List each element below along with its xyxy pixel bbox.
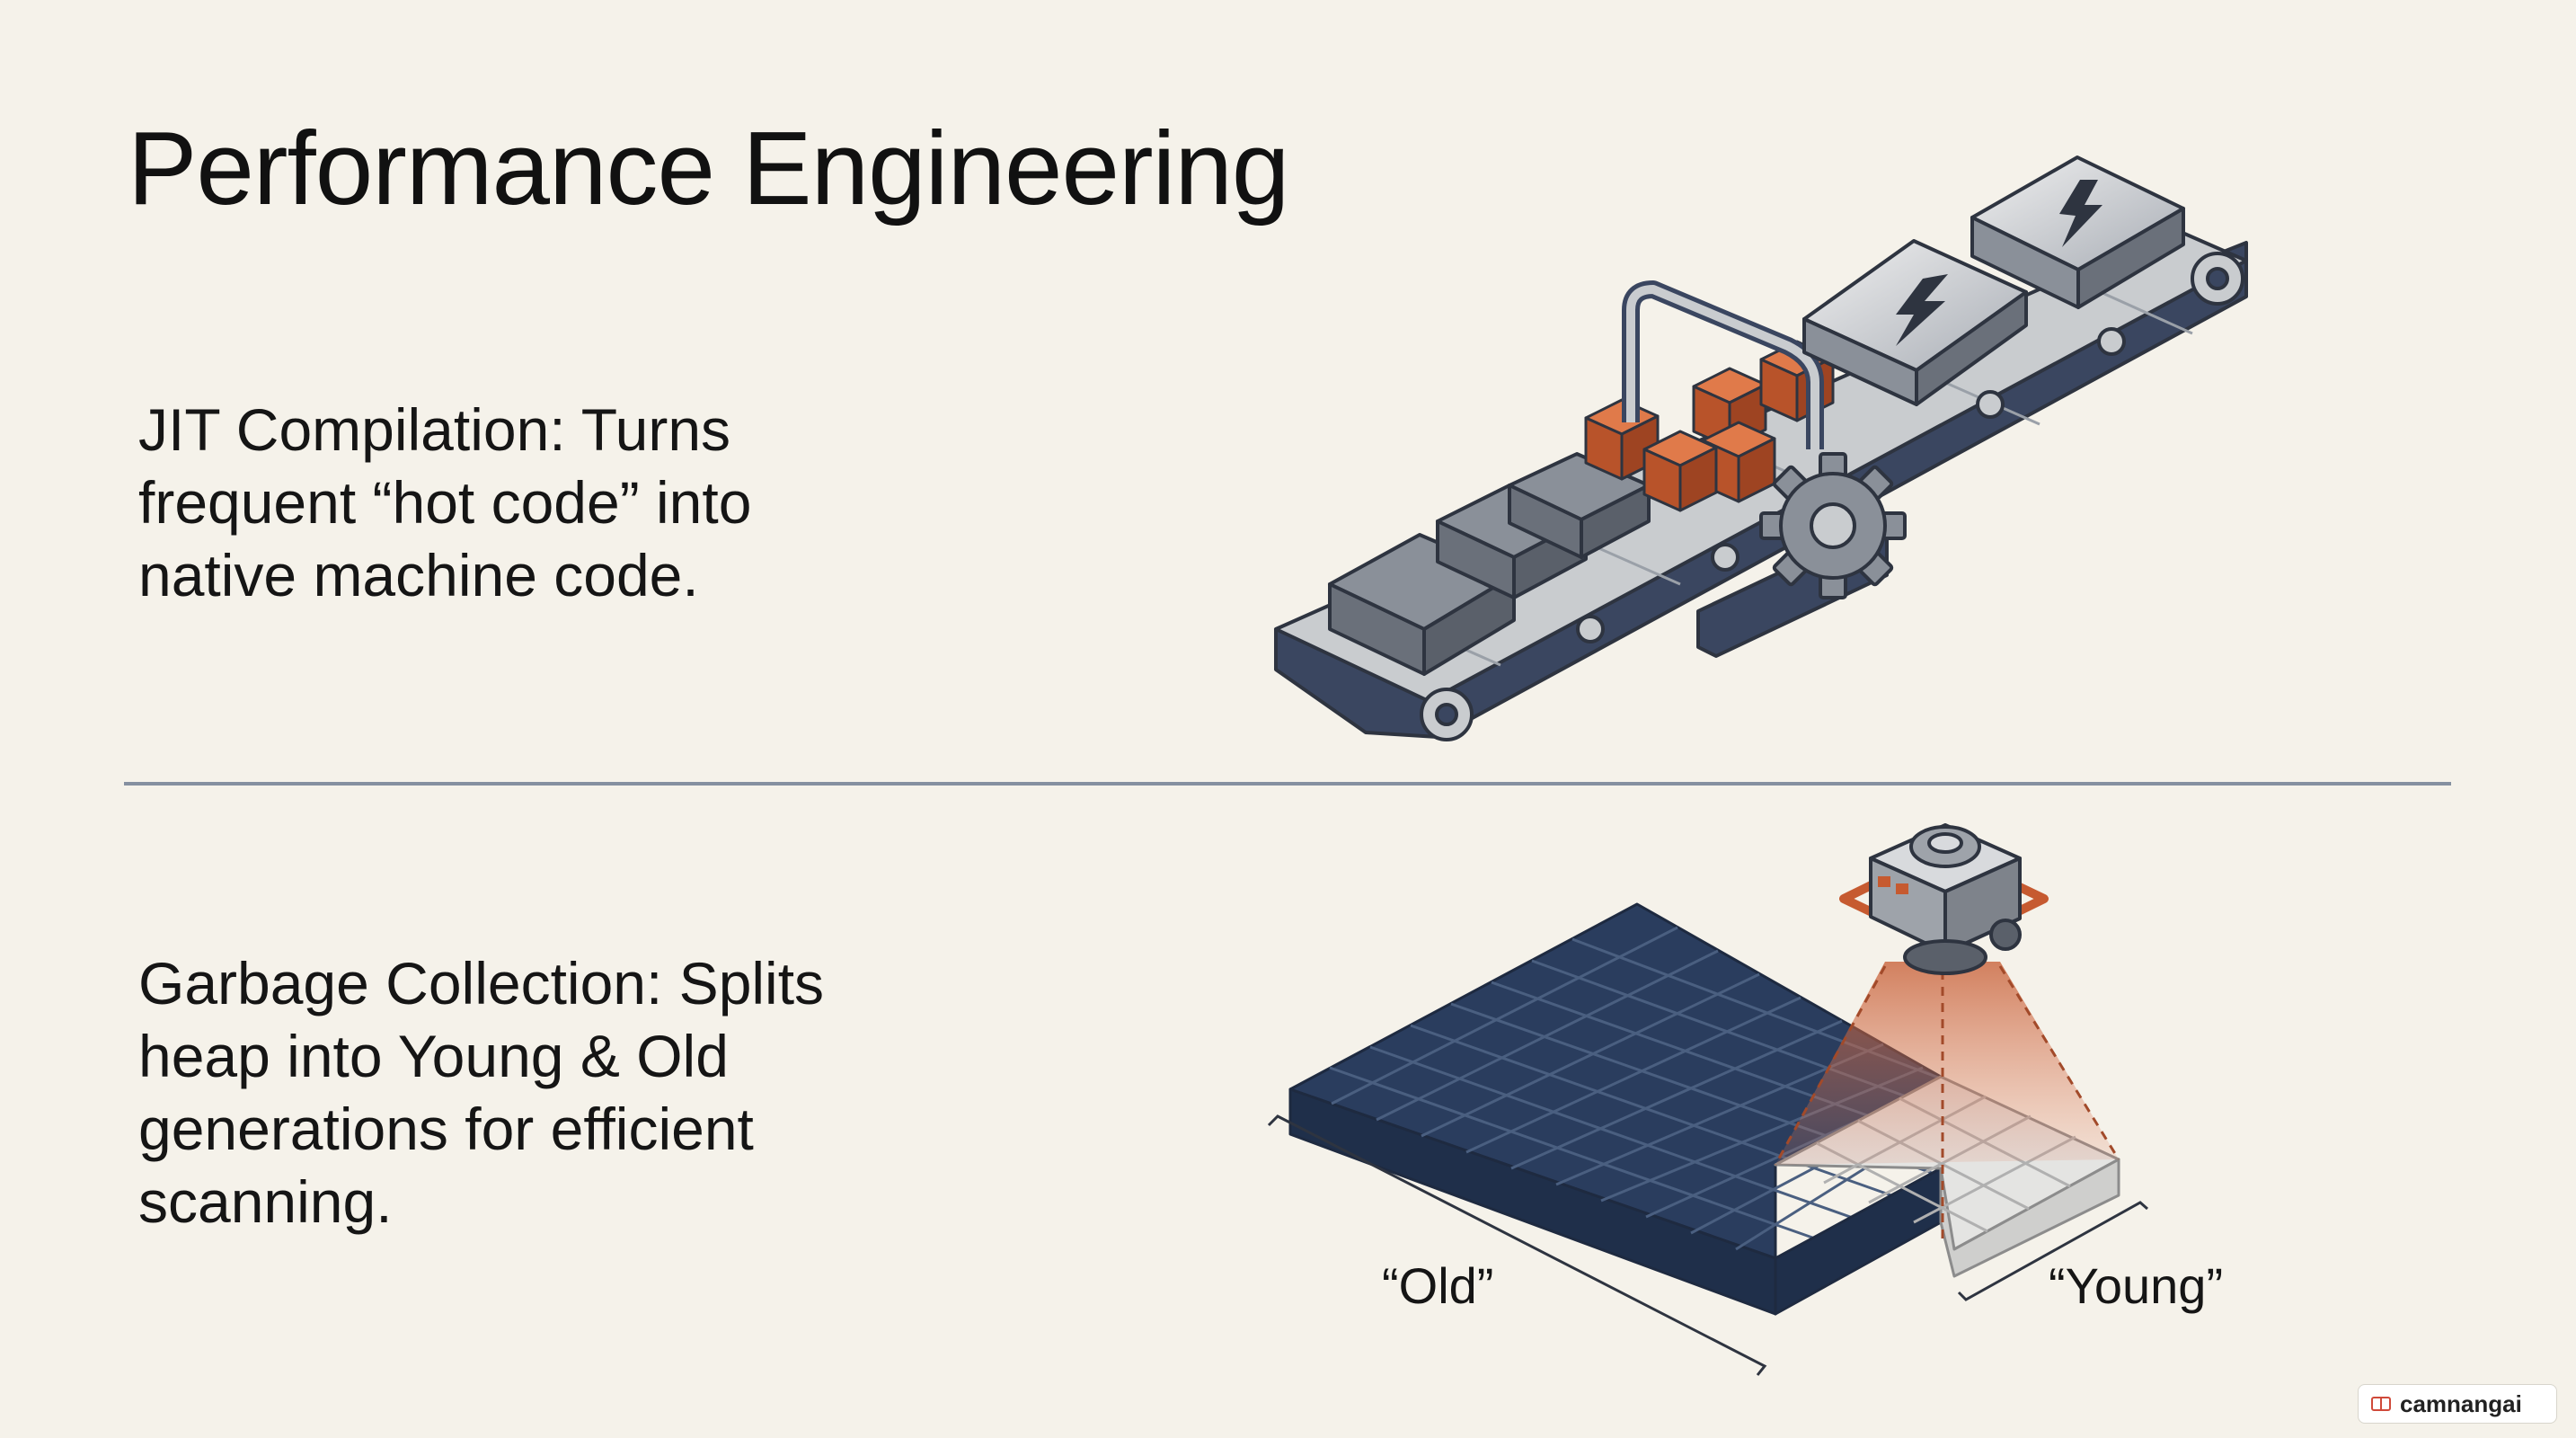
page-title: Performance Engineering [128, 110, 1289, 226]
watermark-badge: camnangai [2358, 1384, 2557, 1424]
scan-beam [1775, 962, 2119, 1165]
section-divider [124, 782, 2451, 786]
native-code-block [1970, 155, 2185, 309]
watermark-text: camnangai [2400, 1389, 2522, 1417]
jit-description: JIT Compilation: Turns frequent “hot cod… [138, 394, 751, 612]
old-label: “Old” [1382, 1257, 1493, 1314]
jit-line: native machine code. [138, 542, 699, 608]
old-bracket [1267, 1114, 1767, 1376]
gc-line: scanning. [138, 1168, 393, 1235]
young-bracket [1957, 1201, 2148, 1301]
jit-line: frequent “hot code” into [138, 469, 752, 536]
gc-line: heap into Young & Old [138, 1023, 729, 1089]
native-code-block [1802, 239, 2028, 406]
book-icon [2371, 1397, 2391, 1411]
scanner-camera-icon [1839, 823, 2049, 975]
gc-line: Garbage Collection: Splits [138, 950, 825, 1016]
gc-description: Garbage Collection: Splits heap into You… [138, 947, 824, 1238]
lightning-bolt-icon [2059, 180, 2102, 247]
young-label: “Young” [2049, 1257, 2223, 1314]
gear-icon [1759, 452, 1907, 599]
lightning-bolt-icon [1896, 274, 1948, 346]
jit-line: JIT Compilation: Turns [138, 396, 731, 463]
gc-line: generations for efficient [138, 1096, 754, 1162]
